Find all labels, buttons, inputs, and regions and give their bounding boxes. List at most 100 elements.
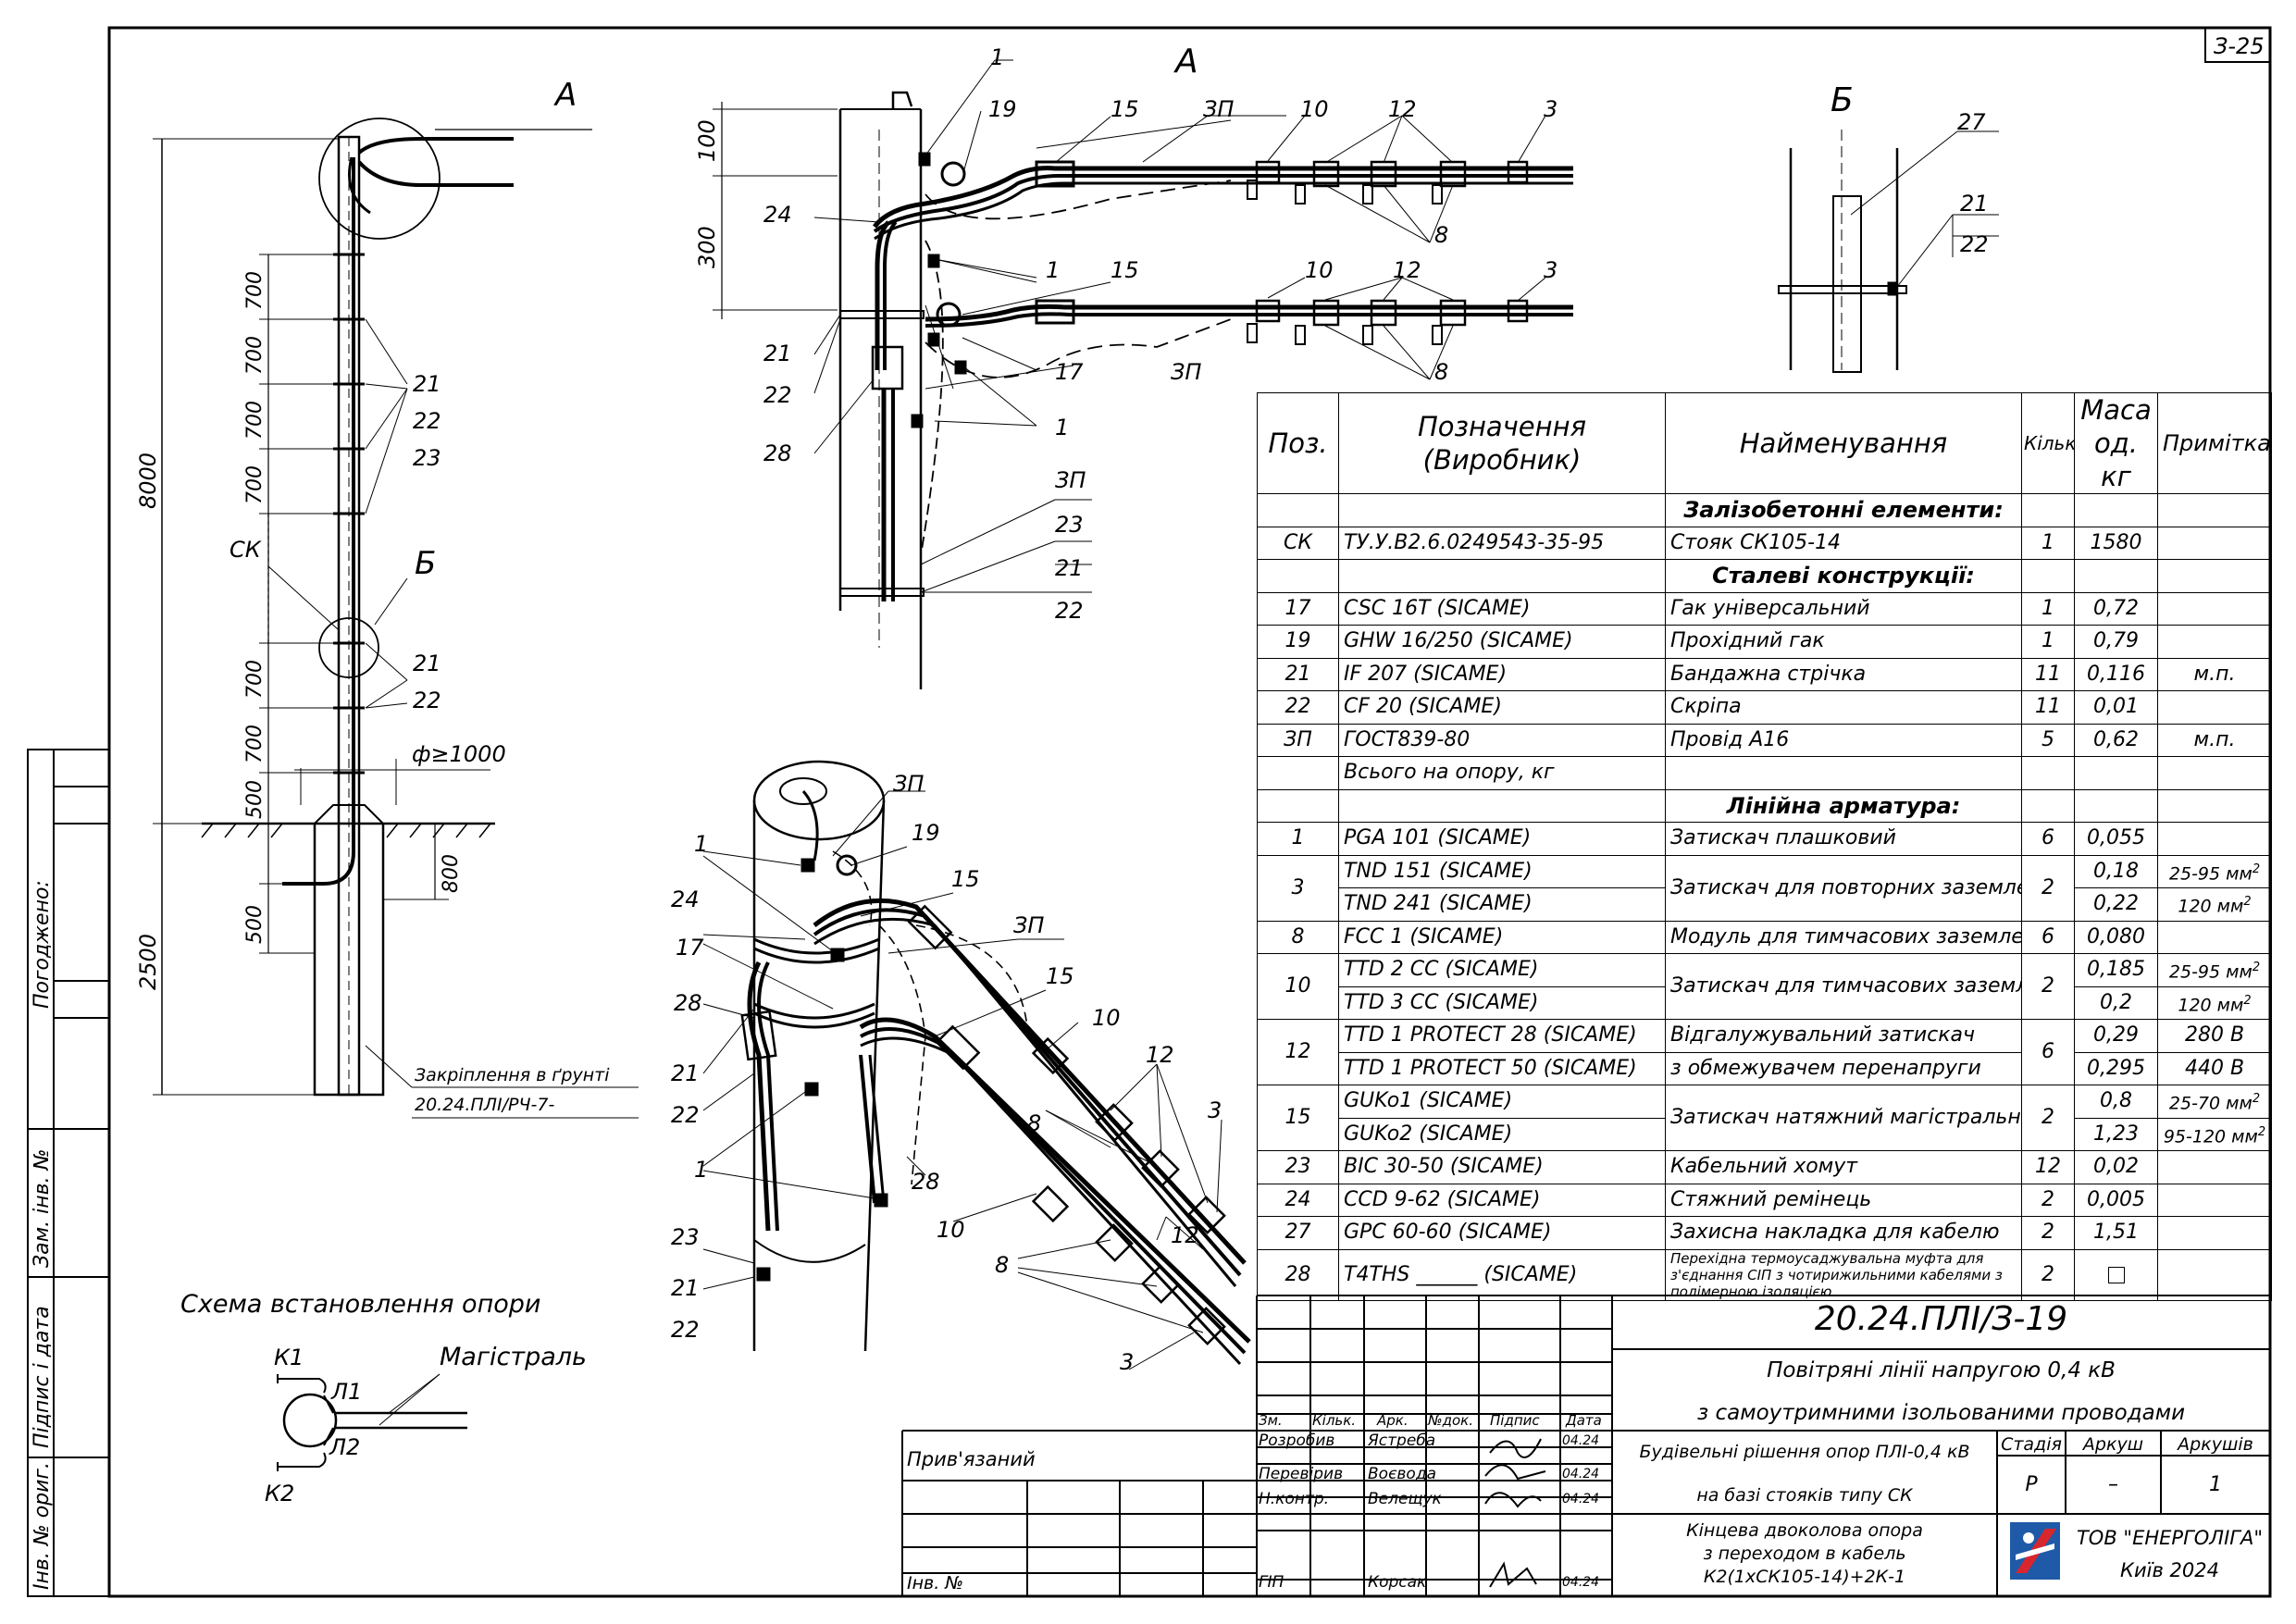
specification-table: Поз. Позначення (Виробник) Найменування … (1257, 392, 2272, 1301)
dim-700-1: 700 (243, 271, 267, 310)
spec-designation: GUKo1 (SICAME) (1338, 1085, 1666, 1119)
spec-section-empty (2157, 493, 2272, 527)
a-callout-8-top: 8 (1434, 222, 1448, 248)
spec-name: Кабельний хомут (1665, 1150, 2022, 1184)
subtitle-line-2: на базі стояків типу СК (1696, 1485, 1913, 1506)
label-ck: СК (230, 537, 262, 563)
spec-qty: 1 (2021, 591, 2075, 626)
spec-qty: 6 (2021, 822, 2075, 856)
iso-callout-19: 19 (912, 820, 940, 846)
spec-note-text: 25-95 мм (2168, 862, 2253, 884)
view-b-detail (1778, 130, 1999, 373)
spec-mass: 0,29 (2074, 1019, 2158, 1053)
spec-name: Прохідний гак (1665, 625, 2022, 659)
iso-callout-1-top: 1 (694, 831, 708, 857)
spec-note-2: 440 В (2157, 1051, 2272, 1085)
spec-pos: 19 (1257, 625, 1339, 659)
spec-note-2: 95-120 мм2 (2157, 1117, 2272, 1151)
checkbox-icon (2107, 1266, 2125, 1283)
spec-designation-2: TTD 1 PROTECT 50 (SICAME) (1338, 1051, 1666, 1085)
spec-name-2: з обмежувачем перенапруги (1665, 1051, 2022, 1085)
spec-pos: 21 (1257, 657, 1339, 691)
col-zm: Зм. (1259, 1412, 1283, 1429)
spec-row-continuation: TTD 1 PROTECT 50 (SICAME)з обмежувачем п… (1258, 1051, 2272, 1085)
spec-note (2157, 591, 2272, 626)
col-pidpys: Підпис (1490, 1412, 1540, 1429)
spec-pos: 15 (1257, 1085, 1339, 1151)
spec-note-2-sup: 2 (2243, 993, 2252, 1008)
a-callout-8-low: 8 (1434, 359, 1448, 385)
a-callout-24: 24 (763, 202, 792, 228)
stage-label: Стадія (2001, 1434, 2062, 1455)
spec-pos: 27 (1257, 1216, 1339, 1250)
spec-qty: 2 (2021, 1085, 2075, 1151)
iso-callout-10-low: 10 (937, 1217, 965, 1243)
iso-callout-12-low: 12 (1171, 1222, 1199, 1248)
doc-code: 20.24.ПЛІ/З-19 (1814, 1300, 2068, 1338)
install-scheme-title: Схема встановлення опори (180, 1290, 540, 1319)
isometric-view (702, 760, 1251, 1370)
spec-note: 25-70 мм2 (2157, 1085, 2272, 1119)
b-callout-21: 21 (1960, 191, 1989, 217)
spec-note-sup: 2 (2252, 1092, 2261, 1107)
spec-name: Перехідна термоусаджувальна муфта для з'… (1665, 1248, 2022, 1301)
spec-pos: 1 (1257, 822, 1339, 856)
callout-21-b: 21 (413, 651, 441, 676)
spec-mass: 0,72 (2074, 591, 2158, 626)
col-ndok: №док. (1428, 1412, 1473, 1429)
spec-qty: 1 (2021, 526, 2075, 560)
role-0: Розробив (1259, 1432, 1335, 1450)
role-1: Перевірив (1259, 1465, 1344, 1483)
spec-qty: 2 (2021, 854, 2075, 922)
dim-100: 100 (694, 119, 720, 162)
spec-mass (2074, 756, 2158, 790)
spec-section-row: Сталеві конструкції: (1257, 559, 2272, 593)
dim-800: 800 (440, 854, 463, 893)
spec-note (2157, 920, 2272, 954)
spec-note-2: 120 мм2 (2157, 887, 2272, 922)
spec-mass-2: 0,2 (2074, 986, 2158, 1020)
iso-callout-zp-top: ЗП (893, 771, 924, 797)
spec-qty: 2 (2021, 1248, 2075, 1301)
spec-name: Гак універсальний (1665, 591, 2022, 626)
spec-designation: TND 151 (SICAME) (1338, 854, 1666, 888)
side-sign-date: Підпис і дата (31, 1306, 54, 1448)
b-callout-22: 22 (1960, 231, 1989, 257)
iso-callout-28-right: 28 (912, 1169, 940, 1195)
iso-callout-3-top: 3 (1208, 1097, 1222, 1123)
spec-section-empty (2074, 788, 2158, 823)
col-kil: Кільк. (1312, 1412, 1357, 1429)
spec-mass: 0,080 (2074, 920, 2158, 954)
spec-name: Захисна накладка для кабелю (1665, 1216, 2022, 1250)
a-callout-22-low: 22 (1055, 598, 1084, 624)
spec-qty: 2 (2021, 1216, 2075, 1250)
spec-note-sup: 2 (2252, 862, 2261, 876)
role-1-date: 04.24 (1562, 1467, 1600, 1481)
spec-mass (2074, 1248, 2158, 1301)
spec-section-title: Сталеві конструкції: (1665, 559, 2022, 593)
sheets-value: 1 (2209, 1473, 2222, 1496)
spec-qty (2021, 756, 2075, 790)
spec-note-text: 25-70 мм (2168, 1093, 2253, 1114)
dim-500-bottom: 500 (243, 905, 267, 944)
side-zam-inv: Зам. інв. № (31, 1149, 54, 1269)
a-callout-3-top: 3 (1544, 96, 1558, 122)
dim-700-3: 700 (243, 401, 267, 440)
side-inv-orig: Інв. № ориг. (31, 1462, 54, 1590)
spec-mass-2: 0,22 (2074, 887, 2158, 922)
a-callout-12-low: 12 (1393, 257, 1421, 283)
spec-pos: 24 (1257, 1183, 1339, 1217)
iso-callout-10-top: 10 (1092, 1005, 1121, 1031)
spec-note (2157, 1248, 2272, 1301)
spec-header-qty: Кільк. (2021, 392, 2075, 494)
iso-callout-12-top: 12 (1146, 1042, 1174, 1068)
spec-mass-2: 0,295 (2074, 1051, 2158, 1085)
spec-qty: 5 (2021, 723, 2075, 757)
spec-designation: CSC 16T (SICAME) (1338, 591, 1666, 626)
